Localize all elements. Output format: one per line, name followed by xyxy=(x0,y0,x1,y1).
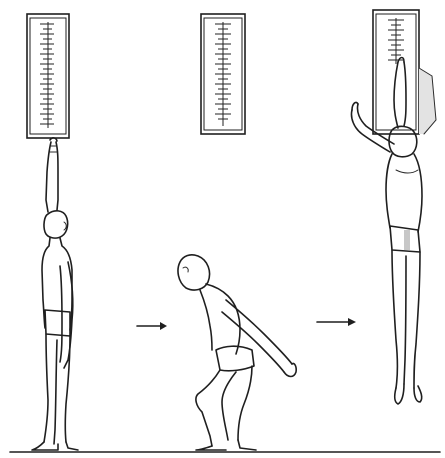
right-arrow-1 xyxy=(137,322,167,330)
right-arrow-2 xyxy=(317,318,356,326)
crouching-figure xyxy=(178,255,296,450)
standing-figure xyxy=(32,138,78,450)
measuring-board-2 xyxy=(201,14,245,134)
measuring-board-1 xyxy=(27,14,69,138)
